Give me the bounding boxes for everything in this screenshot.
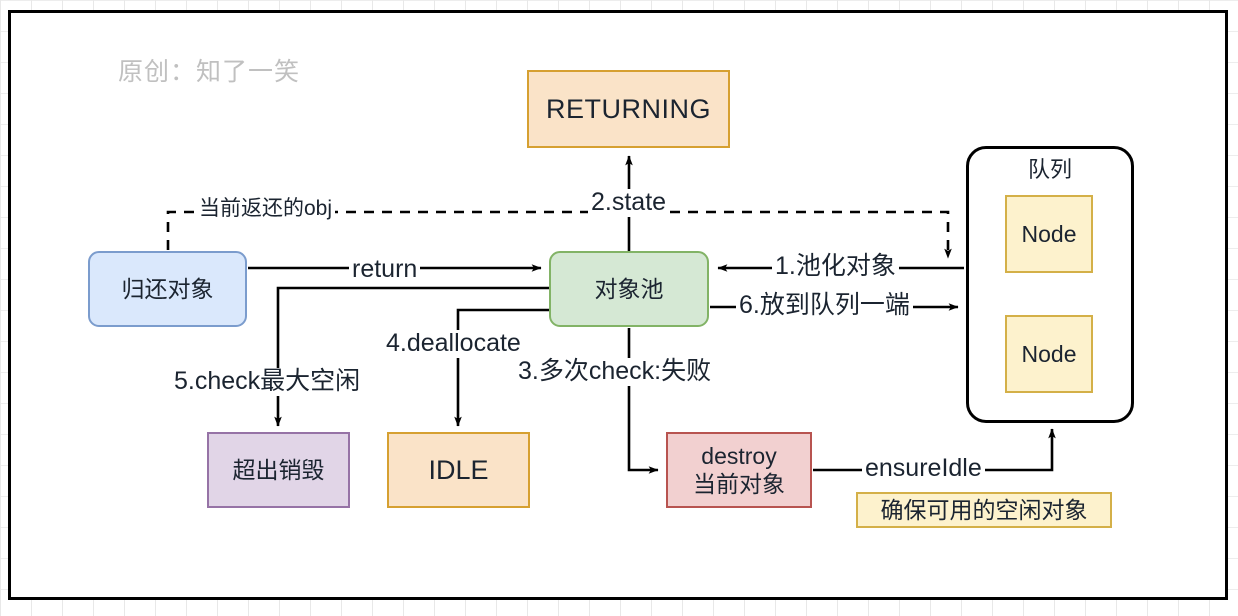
node-destroy-over-limit-label: 超出销毁 [232, 456, 325, 483]
edge-label-ensure-idle: ensureIdle [862, 454, 985, 483]
watermark-text: 原创：知了一笑 [118, 58, 301, 86]
edge-label-pool-object: 1.池化对象 [772, 252, 899, 281]
queue-node-item-label: Node [1021, 220, 1077, 247]
node-queue-container[interactable]: 队列 Node Node [966, 146, 1134, 423]
node-destroy-current-object-line1: destroy [701, 442, 777, 469]
node-queue-title: 队列 [1027, 157, 1072, 182]
note-ensure-idle-object: 确保可用的空闲对象 [856, 492, 1112, 528]
node-idle-label: IDLE [428, 454, 489, 485]
node-destroy-over-limit[interactable]: 超出销毁 [207, 432, 350, 508]
edge-label-multi-check-fail: 3.多次check:失败 [515, 357, 715, 386]
node-returning[interactable]: RETURNING [527, 70, 730, 148]
node-returning-label: RETURNING [546, 93, 711, 124]
edge-label-current-obj: 当前返还的obj [196, 197, 336, 221]
edge-label-deallocate: 4.deallocate [383, 329, 524, 358]
queue-node-item-label: Node [1021, 340, 1077, 367]
node-return-object-label: 归还对象 [121, 275, 214, 302]
queue-node-item[interactable]: Node [1005, 195, 1093, 273]
note-ensure-idle-object-label: 确保可用的空闲对象 [880, 496, 1088, 523]
node-return-object[interactable]: 归还对象 [88, 251, 247, 327]
queue-node-item[interactable]: Node [1005, 315, 1093, 393]
node-idle[interactable]: IDLE [387, 432, 530, 508]
edge-label-return: return [349, 255, 421, 284]
node-object-pool[interactable]: 对象池 [549, 251, 709, 327]
node-destroy-current-object[interactable]: destroy 当前对象 [666, 432, 812, 508]
edge-label-state: 2.state [588, 188, 670, 217]
edge-label-check-max-idle: 5.check最大空闲 [171, 367, 364, 396]
node-destroy-current-object-line2: 当前对象 [693, 471, 785, 497]
edge-label-to-queue-end: 6.放到队列一端 [736, 291, 913, 320]
node-object-pool-label: 对象池 [594, 275, 664, 302]
